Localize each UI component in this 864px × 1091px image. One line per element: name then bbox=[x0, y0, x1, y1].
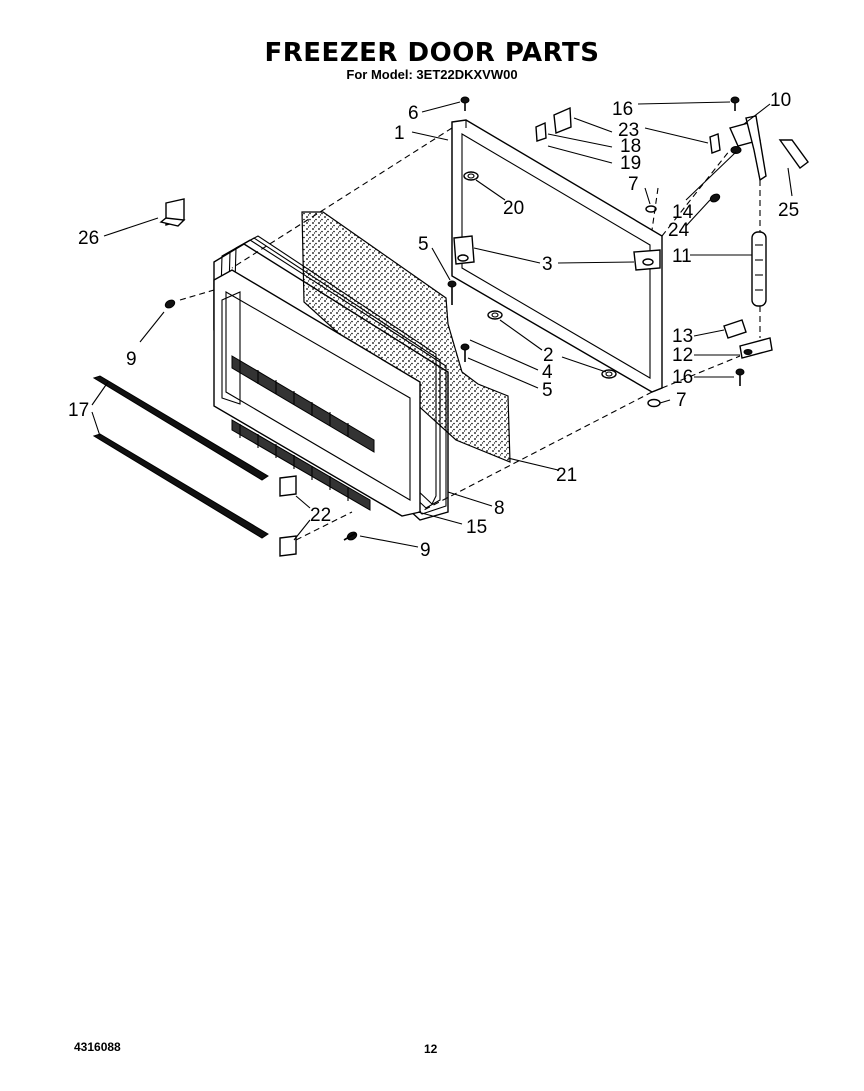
screws bbox=[164, 96, 745, 541]
callout-12: 11 bbox=[672, 246, 692, 267]
callout-2: 2 bbox=[543, 345, 554, 366]
callout-labels: 6 1 16 10 23 18 19 7 20 14 25 24 26 5 3 … bbox=[68, 90, 799, 561]
callout-21: 21 bbox=[556, 465, 577, 486]
callout-3: 3 bbox=[542, 254, 553, 275]
assembly-dashed-lines bbox=[179, 127, 761, 541]
callout-13: 13 bbox=[672, 326, 693, 347]
callout-11: 12 bbox=[672, 345, 693, 366]
callout-5-top: 5 bbox=[418, 234, 429, 255]
callout-4: 4 bbox=[542, 362, 553, 383]
callout-14: 14 bbox=[672, 202, 694, 223]
diagram-title: FREEZER DOOR PARTS bbox=[264, 38, 600, 68]
callout-7-bottom: 7 bbox=[676, 390, 687, 411]
callout-9-bottom: 9 bbox=[420, 540, 431, 561]
bottom-hinge bbox=[723, 319, 773, 359]
door-closer-spring bbox=[751, 231, 767, 307]
part-26 bbox=[159, 198, 186, 227]
liner-shelf-ridges bbox=[231, 355, 375, 511]
callout-15: 15 bbox=[466, 517, 487, 538]
callout-26: 26 bbox=[78, 228, 99, 249]
callout-10: 10 bbox=[770, 90, 791, 111]
callout-8: 8 bbox=[494, 498, 505, 519]
inner-door-liner bbox=[213, 269, 421, 517]
hinge-plates bbox=[535, 106, 721, 154]
page-number: 12 bbox=[424, 1042, 438, 1056]
callout-22: 22 bbox=[310, 505, 331, 526]
callout-16-top: 16 bbox=[612, 99, 633, 120]
callout-5-bottom: 5 bbox=[542, 380, 553, 401]
callout-19: 19 bbox=[620, 153, 641, 174]
callout-20: 20 bbox=[503, 198, 524, 219]
callout-9-left: 9 bbox=[126, 349, 137, 370]
grommets bbox=[463, 171, 661, 408]
callout-25: 25 bbox=[778, 200, 799, 221]
handle-trims bbox=[92, 375, 297, 557]
hinge-brackets bbox=[453, 235, 661, 271]
callout-23: 23 bbox=[618, 120, 639, 141]
leader-lines bbox=[91, 101, 793, 548]
document-number: 4316088 bbox=[74, 1040, 121, 1054]
top-hinge bbox=[729, 115, 809, 182]
callout-7-top: 7 bbox=[628, 174, 639, 195]
callout-24: 24 bbox=[668, 220, 690, 241]
callout-1: 1 bbox=[394, 123, 405, 144]
callout-17: 17 bbox=[68, 400, 89, 421]
callout-6: 6 bbox=[408, 103, 419, 124]
callout-18: 18 bbox=[620, 136, 641, 157]
model-line: For Model: 3ET22DKXVW00 bbox=[346, 67, 518, 82]
callout-16-bottom: 16 bbox=[672, 367, 693, 388]
